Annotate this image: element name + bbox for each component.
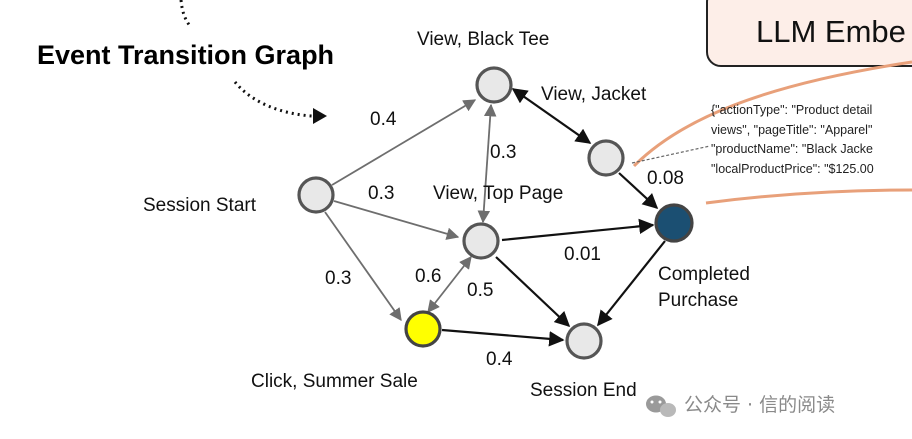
weight-sale-top-page: 0.6: [415, 266, 441, 287]
llm-embedding-box: [706, 0, 912, 67]
edge-start-to-sale: [324, 211, 402, 322]
label-completed: Completed: [658, 264, 750, 285]
label-click-summer-sale: Click, Summer Sale: [251, 371, 418, 392]
weight-top-page-to-end: 0.5: [467, 280, 493, 301]
wechat-icon: [646, 395, 676, 417]
edge-top-page-to-end: [495, 256, 571, 328]
json-line-4: "localProductPrice": "$125.00: [711, 162, 874, 176]
watermark-text: 公众号 · 信的阅读: [684, 394, 835, 416]
node-view-black-tee: [475, 66, 513, 104]
weight-jacket-to-purchase: 0.08: [647, 168, 684, 189]
dotted-curve-arrow: [233, 81, 313, 118]
dotted-arrowhead: [313, 108, 327, 124]
node-view-top-page: [462, 222, 500, 260]
node-view-jacket: [587, 139, 625, 177]
orange-curve-upper: [632, 60, 912, 168]
edge-purchase-to-end: [597, 240, 666, 327]
json-line-3: "productName": "Black Jacke: [711, 142, 873, 156]
weight-start-to-tee: 0.4: [370, 109, 397, 130]
node-click-summer-sale: [404, 310, 442, 348]
node-session-start: [297, 176, 335, 214]
json-line-1: {"actionType": "Product detail: [711, 103, 872, 117]
edge-top-page-to-purchase: [501, 218, 655, 242]
orange-curve-lower: [705, 188, 912, 205]
edge-sale-top-page: [427, 256, 472, 313]
node-session-end: [565, 322, 603, 360]
node-completed-purchase: [654, 203, 694, 243]
label-purchase: Purchase: [658, 290, 738, 311]
llm-embedding-title: LLM Embe: [756, 14, 906, 49]
label-session-start: Session Start: [143, 195, 257, 216]
label-session-end: Session End: [530, 380, 637, 401]
weight-start-to-top-page: 0.3: [368, 183, 394, 204]
edge-sale-to-end: [441, 328, 565, 347]
label-view-top-page: View, Top Page: [433, 183, 563, 204]
edge-tee-top-page: [477, 103, 497, 224]
edge-start-to-top-page: [333, 200, 460, 240]
json-line-2: views", "pageTitle": "Apparel": [711, 123, 872, 137]
edge-jacket-to-purchase: [618, 172, 659, 210]
label-view-jacket: View, Jacket: [541, 84, 647, 105]
dotted-curve-top: [179, 0, 192, 27]
edge-tee-jacket: [511, 88, 592, 144]
weight-tee-top-page: 0.3: [490, 142, 516, 163]
dashed-link-jacket-json: [631, 145, 711, 164]
weight-start-to-sale: 0.3: [325, 268, 351, 289]
weight-sale-to-end: 0.4: [486, 349, 513, 370]
edge-start-to-tee: [331, 99, 477, 186]
label-view-black-tee: View, Black Tee: [417, 29, 549, 50]
diagram-title: Event Transition Graph: [37, 40, 334, 70]
weight-top-page-to-purchase: 0.01: [564, 244, 601, 265]
